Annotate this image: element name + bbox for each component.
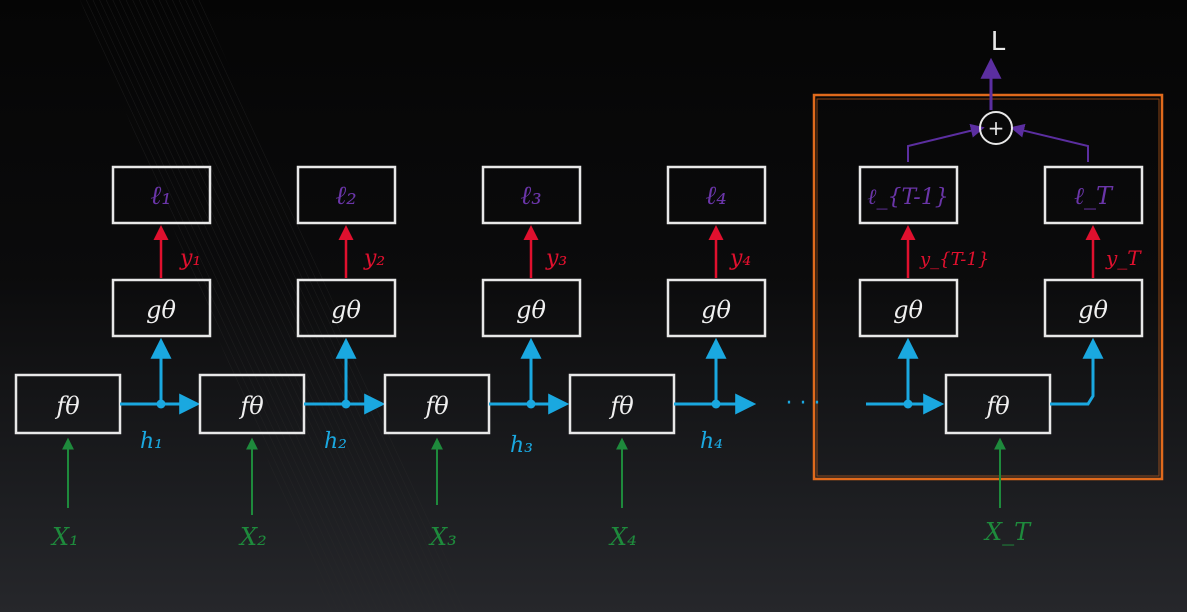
loss-box-t-minus-1 <box>858 165 959 225</box>
loss-box-t <box>1043 165 1144 225</box>
g-label-3: gθ <box>516 296 546 324</box>
g-label-t: gθ <box>1078 296 1108 324</box>
g-label-4: gθ <box>701 296 731 324</box>
sum-arrow-left <box>907 123 985 162</box>
target-label-4: y₄ <box>729 246 751 271</box>
target-label-t-minus-1: y_{T-1} <box>919 249 989 270</box>
hidden-up-arrow-t <box>1050 337 1104 406</box>
loss-box-4 <box>666 165 767 225</box>
g-box-4 <box>666 278 767 338</box>
loss-sum: + L <box>907 27 1089 162</box>
target-label-2: y₂ <box>363 246 385 271</box>
step-t-minus-1: ℓ_{T-1} gθ y_{T-1} <box>858 165 989 415</box>
target-label-1: y₁ <box>179 246 201 271</box>
chalk-smear <box>80 0 470 612</box>
hidden-label-1: h₁ <box>140 429 163 454</box>
ellipsis: · · · <box>786 391 821 416</box>
loss-label-t: ℓ_T <box>1074 182 1114 210</box>
sum-symbol: + <box>988 116 1005 140</box>
step-3: ℓ₃ gθ fθ y₃ h₃ X₃ <box>383 165 582 551</box>
loss-label-t-minus-1: ℓ_{T-1} <box>867 185 948 210</box>
target-label-t: y_T <box>1105 246 1142 270</box>
last-step-frame-inner <box>816 98 1160 477</box>
input-label-1: X₁ <box>50 523 79 551</box>
loss-label-1: ℓ₁ <box>150 181 171 211</box>
f-label-2: fθ <box>238 392 264 420</box>
g-label-1: gθ <box>146 296 176 324</box>
g-box-3 <box>481 278 582 338</box>
f-label-t: fθ <box>984 392 1010 420</box>
last-step-frame <box>812 93 1164 481</box>
f-label-3: fθ <box>423 392 449 420</box>
loss-label-3: ℓ₃ <box>520 181 541 211</box>
step-2: ℓ₂ gθ fθ y₂ h₂ X₂ <box>198 165 397 551</box>
loss-box-1 <box>111 165 212 225</box>
hidden-label-3: h₃ <box>510 433 533 458</box>
sum-node <box>979 111 1013 145</box>
g-box-1 <box>111 278 212 338</box>
input-label-4: X₄ <box>608 523 637 551</box>
loss-label-2: ℓ₂ <box>335 181 356 211</box>
g-label-t-minus-1: gθ <box>893 296 923 324</box>
input-label-2: X₂ <box>238 523 267 551</box>
f-label-1: fθ <box>54 392 80 420</box>
loss-box-3 <box>481 165 582 225</box>
g-label-2: gθ <box>331 296 361 324</box>
input-label-3: X₃ <box>428 523 457 551</box>
g-box-2 <box>296 278 397 338</box>
loss-box-2 <box>296 165 397 225</box>
f-label-4: fθ <box>608 392 634 420</box>
loss-label-4: ℓ₄ <box>705 181 726 211</box>
step-t: ℓ_T gθ fθ y_T X_T <box>944 165 1144 546</box>
g-box-t-minus-1 <box>858 278 959 338</box>
output-label: L <box>991 27 1006 57</box>
sum-arrow-right <box>1010 123 1089 162</box>
g-box-t <box>1043 278 1144 338</box>
input-label-t: X_T <box>983 518 1032 546</box>
hidden-label-4: h₄ <box>700 429 723 454</box>
hidden-label-2: h₂ <box>324 429 347 454</box>
target-label-3: y₃ <box>545 246 567 271</box>
step-4: ℓ₄ gθ fθ y₄ h₄ X₄ <box>568 165 767 551</box>
step-1: ℓ₁ gθ fθ y₁ h₁ X₁ <box>14 165 212 551</box>
